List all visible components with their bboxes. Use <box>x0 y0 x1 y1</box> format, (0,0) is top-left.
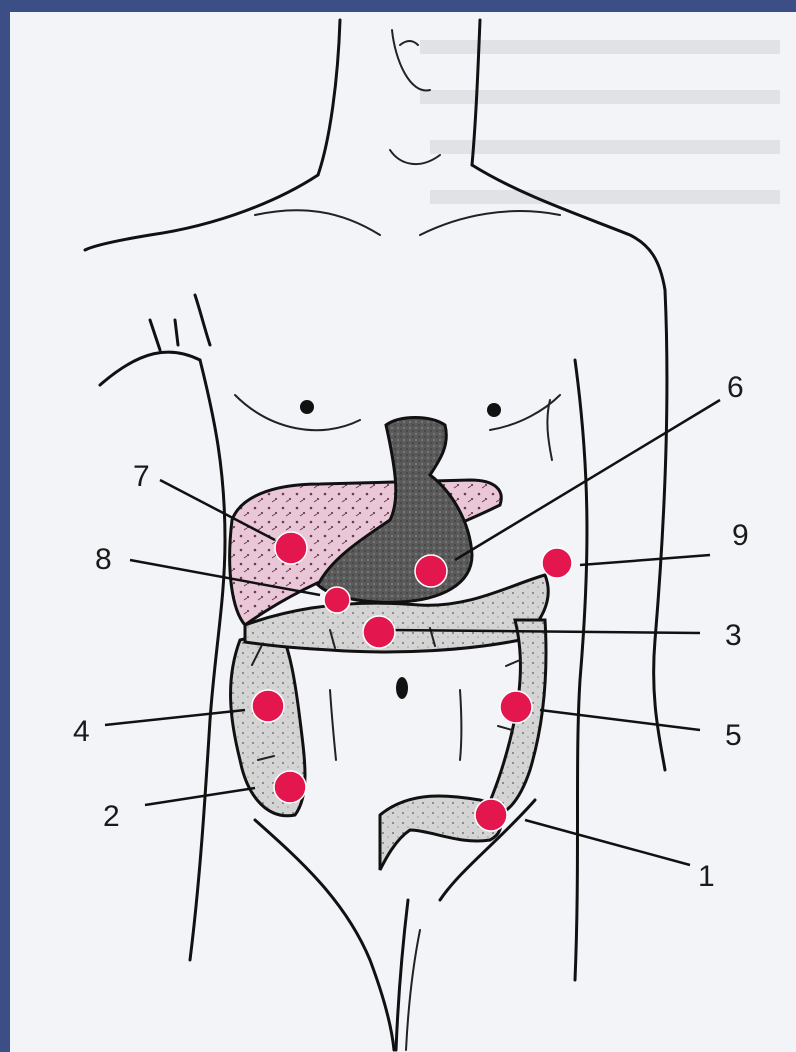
label-9: 9 <box>732 519 749 552</box>
label-1: 1 <box>698 860 715 893</box>
label-3: 3 <box>725 619 742 652</box>
pain-point-7 <box>275 532 307 564</box>
pain-point-2 <box>274 771 306 803</box>
pain-point-8 <box>324 587 350 613</box>
pain-point-6 <box>415 555 447 587</box>
pain-point-1 <box>475 799 507 831</box>
label-6: 6 <box>727 371 744 404</box>
pain-point-3 <box>363 616 395 648</box>
label-7: 7 <box>133 460 150 493</box>
label-8: 8 <box>95 543 112 576</box>
label-5: 5 <box>725 719 742 752</box>
pain-point-4 <box>252 690 284 722</box>
pain-point-9 <box>542 548 572 578</box>
label-2: 2 <box>103 800 120 833</box>
label-4: 4 <box>73 715 90 748</box>
pain-point-5 <box>500 691 532 723</box>
